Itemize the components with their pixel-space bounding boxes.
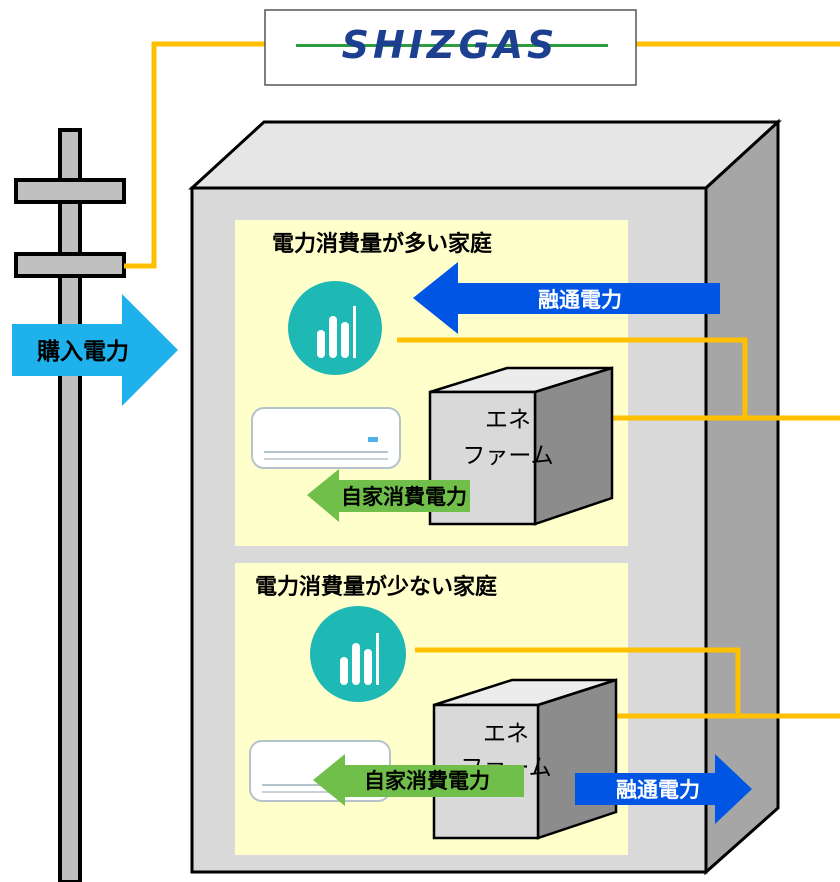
purchased-power-label: 購入電力 <box>37 339 129 365</box>
household-low-title: 電力消費量が少ない家庭 <box>255 574 497 600</box>
smart-meter-icon-low <box>310 606 406 702</box>
shizgas-logo: SHIZGAS <box>264 9 637 86</box>
utility-pole <box>14 128 126 882</box>
household-high-title: 電力消費量が多い家庭 <box>272 231 492 257</box>
enefarm-low-label-line1: エネ <box>483 721 529 747</box>
gas-line-low-meter <box>415 647 741 716</box>
interchange-out-arrow: 融通電力 <box>575 754 752 824</box>
self-consumption-arrow-low: 自家消費電力 <box>313 754 524 806</box>
interchange-out-label: 融通電力 <box>616 778 700 802</box>
air-conditioner-icon-high <box>251 407 401 469</box>
enefarm-unit-low: エネ ファーム <box>432 678 618 840</box>
gas-line-pole <box>124 41 265 269</box>
enefarm-high-label-line2: ファーム <box>462 443 553 469</box>
gas-lines <box>124 41 840 719</box>
enefarm-high-label-line1: エネ <box>485 407 531 433</box>
shizgas-logo-text: SHIZGAS <box>342 23 559 67</box>
self-consumption-high-label: 自家消費電力 <box>341 485 467 509</box>
gas-line-high-meter <box>397 337 748 418</box>
smart-meter-icon-high <box>288 281 382 375</box>
interchange-in-label: 融通電力 <box>538 288 622 312</box>
self-consumption-low-label: 自家消費電力 <box>364 769 490 793</box>
purchased-power-arrow: 購入電力 <box>12 294 178 406</box>
self-consumption-arrow-high: 自家消費電力 <box>307 469 470 522</box>
interchange-in-arrow: 融通電力 <box>413 262 720 334</box>
